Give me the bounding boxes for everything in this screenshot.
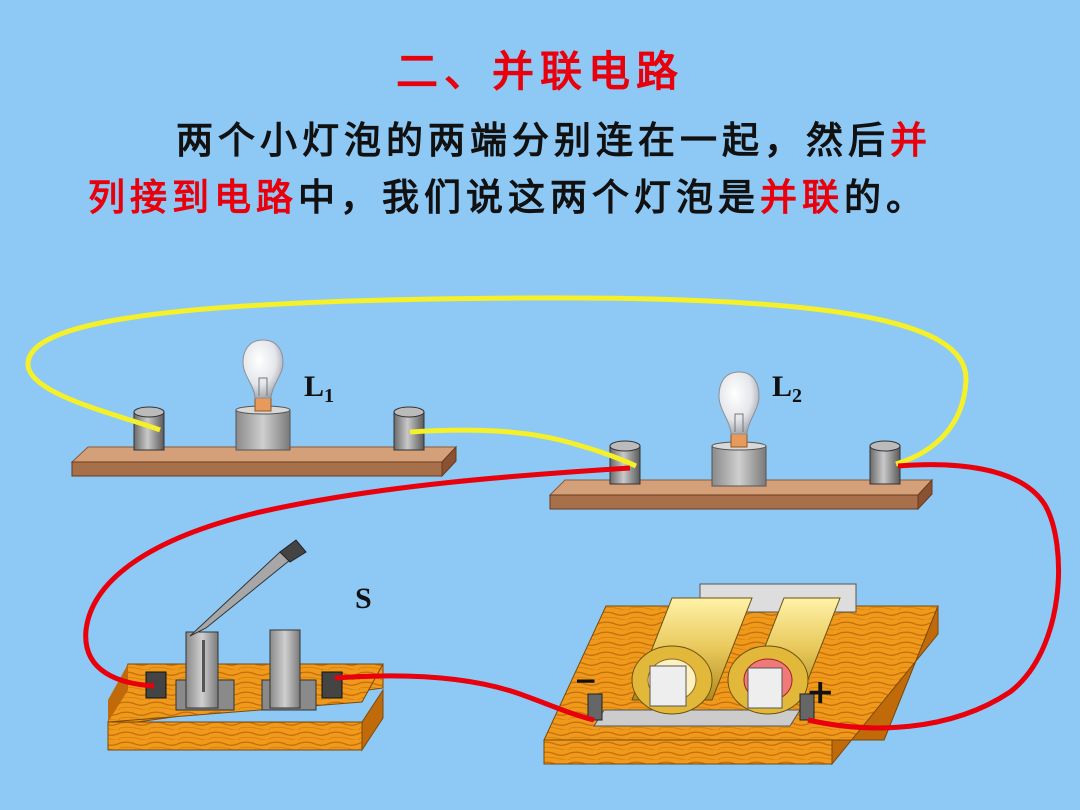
description-paragraph: 两个小灯泡的两端分别连在一起，然后并列接到电路中，我们说这两个灯泡是并联的。 [88,112,968,226]
lamp1-terminal-right [393,406,425,451]
battery-positive-sign: + [806,672,835,712]
text-seg-5: 的。 [844,175,928,219]
text-seg-1: 两个小灯泡的两端分别连在一起，然后 [176,118,890,162]
lamp2-terminal-left [609,440,641,485]
switch [107,539,384,752]
wire-yellow-top [25,295,969,467]
battery-box: − + [543,583,939,766]
svg-text:L1: L1 [304,370,334,407]
lamp1-terminal-left [133,406,165,451]
slide-title: 二、并联电路 [395,47,684,96]
label-l1: L1 [304,370,334,407]
wire-yellow-middle [409,427,638,469]
lamp2-terminal-right [869,440,901,485]
label-switch-s: S [355,582,372,615]
lamp-board-1 [70,445,458,478]
text-highlight-parallel: 并联 [760,175,844,219]
light-bulb-1 [235,339,291,451]
wire-red-switch-to-battery [334,673,595,723]
battery-negative-sign: − [574,664,597,697]
wire-red-battery-to-lamp [807,462,1061,731]
battery-cell-1 [631,597,753,715]
text-highlight-parallel-connect: 并列接到电路 [88,118,932,219]
svg-text:L2: L2 [772,370,802,407]
light-bulb-2 [711,371,767,487]
wire-red-lamp-to-switch [83,465,631,689]
lamp-board-2 [548,478,934,511]
text-seg-3: 中，我们说这两个灯泡是 [298,175,760,219]
label-l2: L2 [772,370,802,407]
battery-cell-2 [727,597,841,715]
